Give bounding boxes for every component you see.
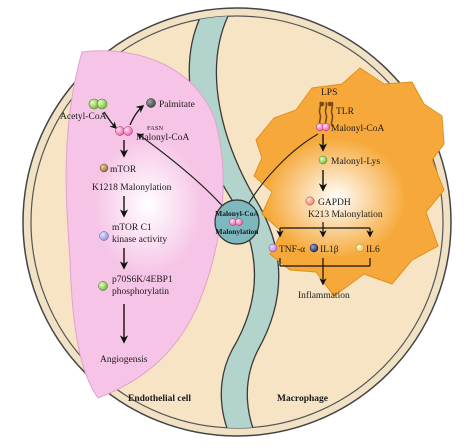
gapdh-salmon-dot-icon [305, 196, 315, 206]
tnf-label: TNF-α [279, 245, 305, 255]
acetyl-coa-label: Acetyl-CoA [60, 112, 107, 122]
k213-label: K213 Malonylation [308, 210, 383, 220]
tlr-label: TLR [336, 107, 355, 117]
malonyl-lys-label: Malonyl-Lys [331, 157, 380, 167]
center-label-line2: Malonylation [216, 227, 260, 236]
mtorc1-label-line2: kinase activity [112, 235, 167, 245]
mtor-brown-dot-icon [99, 163, 109, 173]
cytokine-merge [279, 258, 371, 286]
il6-yellow-dot-icon [355, 243, 365, 253]
p70-label-line1: p70S6K/4EBP1 [112, 275, 173, 285]
tnf-purple-dot-icon [268, 243, 278, 253]
arrow-malonyl-to-palmitate [129, 105, 145, 126]
malonyl-coa-pink-dot-icon [115, 126, 125, 136]
lps-label: LPS [321, 88, 337, 98]
mtor-label: mTOR [110, 165, 137, 175]
center-pink-dot-icon-2 [235, 218, 243, 226]
il6-label: IL6 [366, 245, 380, 255]
inflammation-label: Inflammation [298, 290, 350, 301]
il1b-label: IL1β [320, 245, 339, 255]
acetyl-coa-green-dot-icon-2 [96, 98, 108, 110]
connector-center-to-left [136, 133, 227, 211]
angiogenesis-label: Angiogensis [100, 355, 148, 365]
fasn-label: FASN [147, 125, 163, 132]
gapdh-label: GAPDH [318, 198, 351, 208]
k1218-label: K1218 Malonylation [92, 183, 172, 193]
p70-green-dot-icon [98, 281, 108, 291]
malonyl-coa-right-pink-dot-icon-2 [321, 122, 331, 132]
p70-label-line2: phosphorylatin [112, 287, 169, 297]
mtorc1-label-line1: mTOR C1 [112, 223, 152, 233]
mtorc1-blue-dot-icon [99, 231, 109, 241]
palmitate-brown-dot-icon [146, 98, 156, 108]
center-label-line1: Malonyl-CoA [215, 209, 259, 218]
tlr-receptor-icon [318, 101, 334, 127]
gapdh-branch [276, 222, 374, 238]
center-hub: Malonyl-CoA Malonylation [214, 199, 260, 245]
connector-right-to-center [245, 133, 319, 210]
il1b-navy-dot-icon [309, 243, 319, 253]
malonyl-lys-green-dot-icon [318, 155, 328, 165]
endothelial-cell-body [65, 50, 224, 399]
malonyl-coa-pink-dot-icon-2 [123, 126, 133, 136]
endothelial-cell-label: Endothelial cell [128, 394, 191, 404]
malonyl-coa-left-label: Malonyl-CoA [136, 133, 189, 143]
macrophage-label: Macrophage [277, 394, 328, 404]
palmitate-label: Palmitate [159, 100, 195, 110]
malonyl-coa-right-label: Malonyl-CoA [331, 124, 384, 134]
arrow-acetyl-to-malonyl [103, 111, 118, 130]
